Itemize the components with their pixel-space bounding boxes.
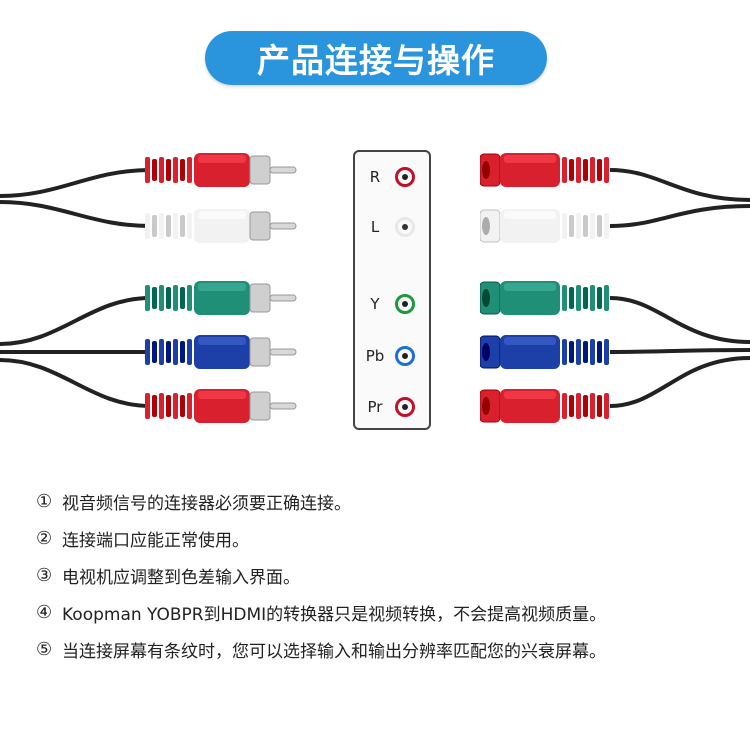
jack-y [395,294,415,314]
male-rca-plug [145,153,297,187]
port-row-l: L [355,212,429,242]
port-label-r: R [369,168,381,186]
male-rca-cables [0,153,297,423]
jack-l [395,217,415,237]
port-row-pr: Pr [355,392,429,422]
note-text: 电视机应调整到色差输入界面。 [62,568,300,588]
instruction-item: ⑤ 当连接屏幕有条纹时，您可以选择输入和输出分辨率匹配您的兴衰屏幕。 [36,631,746,668]
female-rca-plug [480,281,609,315]
component-av-panel: R L Y Pb Pr [353,150,431,430]
instruction-item: ④ Koopman YOBPR到HDMI的转换器只是视频转换，不会提高视频质量。 [36,594,746,631]
jack-pr [395,397,415,417]
jack-r [395,167,415,187]
note-number: ④ [36,602,53,623]
port-row-y: Y [355,289,429,319]
port-row-pb: Pb [355,341,429,371]
title-banner: 产品连接与操作 [205,31,547,85]
banner-title: 产品连接与操作 [257,41,495,80]
port-label-pb: Pb [365,347,385,365]
instruction-item: ① 视音频信号的连接器必须要正确连接。 [36,483,746,520]
port-label-y: Y [370,295,380,313]
note-text: 当连接屏幕有条纹时，您可以选择输入和输出分辨率匹配您的兴衰屏幕。 [62,642,606,662]
female-rca-plug [480,209,609,243]
instruction-list: ① 视音频信号的连接器必须要正确连接。 ② 连接端口应能正常使用。 ③ 电视机应… [36,483,746,668]
note-text: 视音频信号的连接器必须要正确连接。 [62,494,351,514]
note-text: 连接端口应能正常使用。 [62,531,249,551]
instruction-item: ② 连接端口应能正常使用。 [36,520,746,557]
note-number: ① [36,491,53,512]
port-label-pr: Pr [367,398,383,416]
female-rca-plug [480,335,609,369]
instruction-item: ③ 电视机应调整到色差输入界面。 [36,557,746,594]
note-number: ⑤ [36,639,53,660]
jack-pb [395,346,415,366]
port-row-r: R [355,162,429,192]
female-rca-plug [480,153,609,187]
male-rca-plug [145,281,297,315]
male-rca-plug [145,335,297,369]
note-number: ② [36,528,53,549]
male-rca-plug [145,209,297,243]
note-text: Koopman YOBPR到HDMI的转换器只是视频转换，不会提高视频质量。 [62,605,607,625]
note-number: ③ [36,565,53,586]
female-rca-plug [480,389,609,423]
port-label-l: L [370,218,380,236]
male-rca-plug [145,389,297,423]
female-rca-cables [480,153,750,423]
